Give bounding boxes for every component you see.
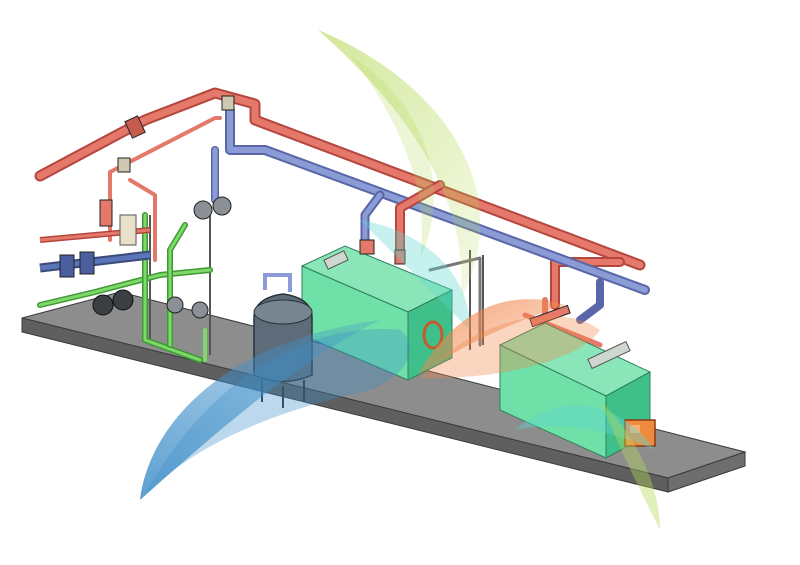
logo-leaf-cyan-low [515, 405, 655, 450]
header-fittings [117, 95, 571, 328]
logo-leaf-blue [140, 320, 380, 500]
logo-leaf-blue-body [145, 329, 410, 495]
logo-leaf-green [318, 30, 481, 300]
logo-overlay [140, 30, 660, 530]
manifold [39, 199, 151, 278]
boiler-2-controls [587, 340, 631, 370]
circulation-pumps [92, 196, 232, 319]
burner [624, 419, 656, 447]
logo-leaf-cyan [360, 220, 470, 330]
boiler-1-connections [360, 180, 482, 347]
boiler-1-door [422, 320, 444, 350]
pump-2 [193, 196, 232, 220]
pump-3 [166, 296, 209, 319]
logo-leaf-green-tail [600, 400, 660, 530]
logo-leaf-green-inner [350, 55, 434, 260]
floor-side [667, 451, 746, 493]
logo-leaf-orange [418, 299, 565, 375]
logo-leaf-orange-body [420, 316, 600, 379]
pump-1 [92, 289, 134, 316]
boiler-1-controls [323, 250, 349, 270]
